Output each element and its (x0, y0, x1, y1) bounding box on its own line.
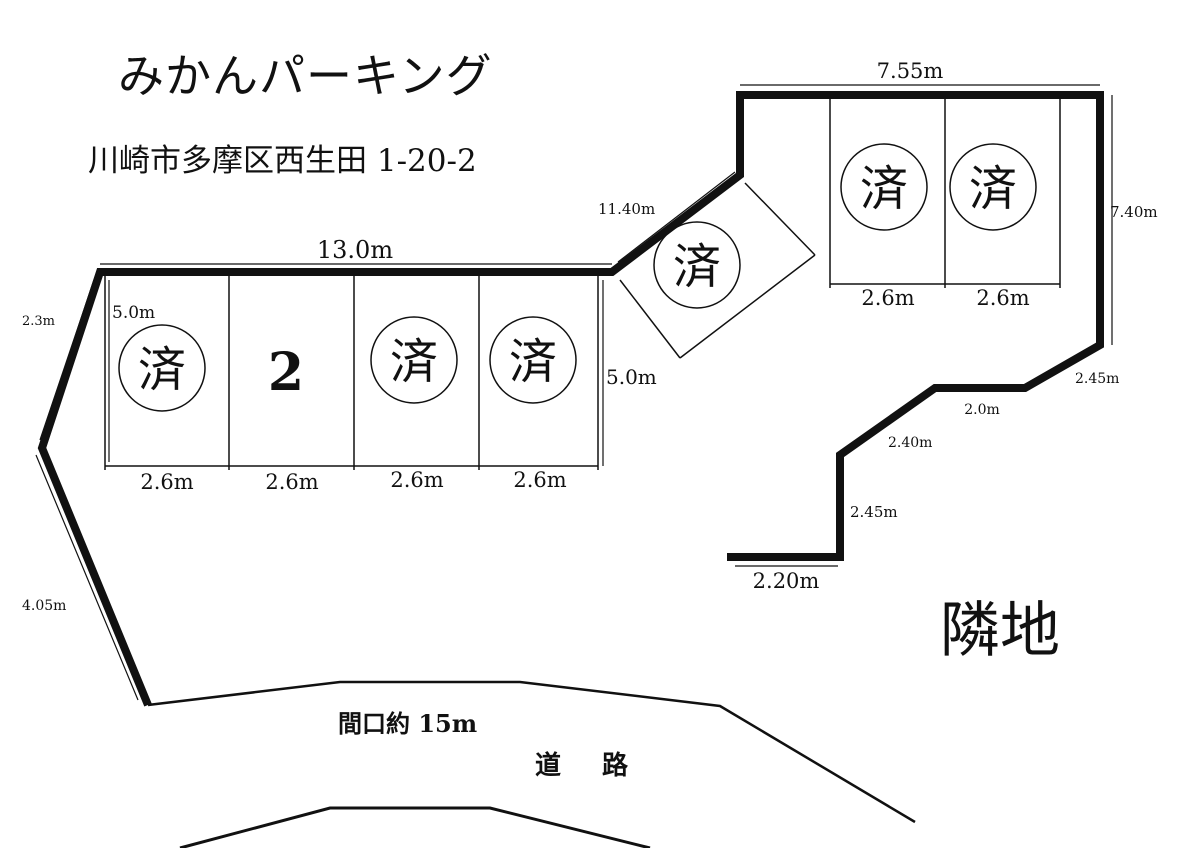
dim-left-space-width-2: 2.6m (265, 470, 318, 494)
dim-left-space-depth-right: 5.0m (606, 365, 657, 389)
dim-diagonal-edge: 11.40m (598, 200, 655, 218)
dim-left-edge-lower: 4.05m (22, 598, 66, 614)
space-L2: 2 (268, 342, 304, 403)
space-L4: 済 (509, 334, 557, 390)
dim-left-space-width-1: 2.6m (140, 470, 193, 494)
page-title: みかんパーキング (118, 49, 493, 103)
dim-right-space-width-1: 2.6m (861, 286, 914, 310)
dim-step-diag-1: 2.45m (1075, 371, 1119, 387)
address-text: 川崎市多摩区西生田 1-20-2 (88, 143, 477, 179)
dim-left-edge-upper: 2.3m (22, 314, 55, 329)
neighbor-label: 隣地 (940, 596, 1060, 666)
dim-right-edge: 7.40m (1110, 203, 1158, 221)
dim-step-vert: 2.45m (850, 503, 898, 521)
dim-step-diag-2: 2.40m (888, 435, 932, 451)
dim-bottom-right-edge: 2.20m (753, 569, 820, 593)
dim-right-space-width-2: 2.6m (976, 286, 1029, 310)
road-upper-edge (147, 680, 916, 824)
dim-left-space-depth: 5.0m (112, 303, 155, 323)
dim-top-right-width: 7.55m (877, 59, 944, 83)
space-L1: 済 (138, 342, 186, 398)
space-R1: 済 (860, 161, 908, 217)
diagonal-space-outline (619, 182, 816, 359)
dim-left-space-width-4: 2.6m (513, 468, 566, 492)
dim-top-left-width: 13.0m (317, 236, 393, 264)
left-row-dividers (104, 276, 599, 470)
dim-step-horiz-1: 2.0m (964, 402, 1000, 418)
left-upper-arrow (39, 279, 95, 441)
left-lower-arrow (35, 454, 139, 701)
frontage-label: 間口約 15m (338, 709, 478, 738)
space-D1: 済 (673, 239, 721, 295)
space-circles (118, 143, 1037, 412)
dim-left-space-width-3: 2.6m (390, 468, 443, 492)
right-row-dividers (829, 99, 1061, 288)
space-L3: 済 (390, 334, 438, 390)
diagonal-edge-arrow (617, 171, 736, 263)
lot-boundary (37, 91, 1104, 707)
road-lower-edge (179, 806, 651, 848)
road-label: 道 路 (535, 751, 645, 781)
space-R2: 済 (969, 161, 1017, 217)
